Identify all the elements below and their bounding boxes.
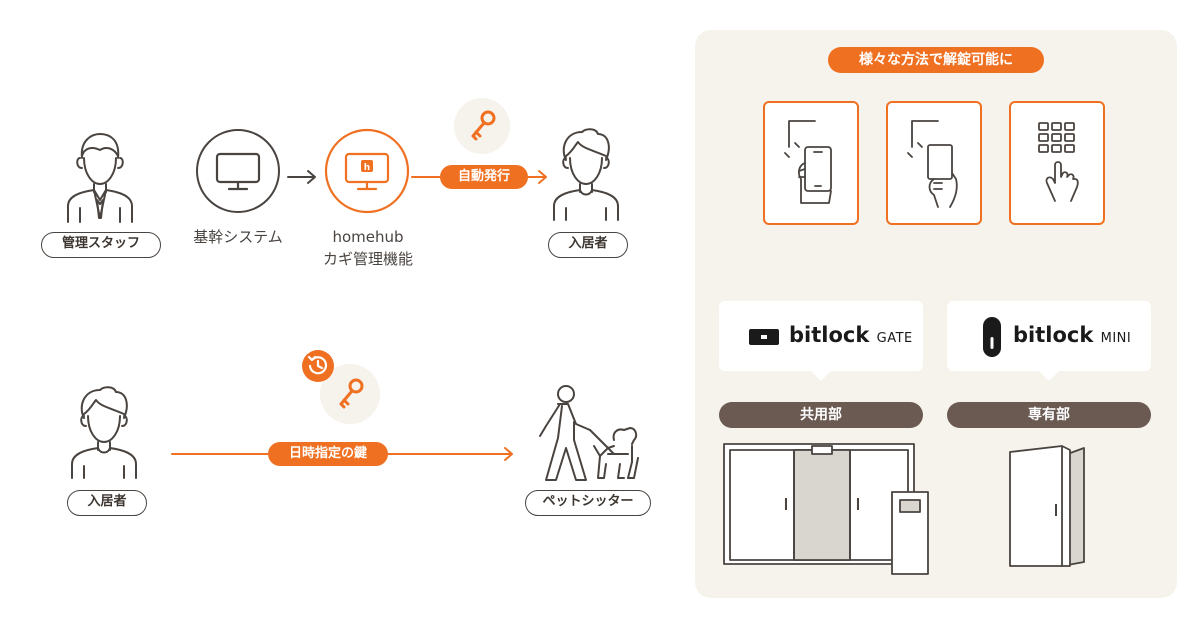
card-unlock-card: [886, 101, 982, 225]
key-icon: [454, 98, 510, 154]
private-room-door-illustration: [1009, 445, 1085, 567]
bitlock-gate-brand: bitlock: [789, 323, 870, 347]
smartphone-unlock-card: [763, 101, 859, 225]
auto-issue-badge: 自動発行: [440, 165, 528, 189]
bitlock-gate-model: GATE: [876, 331, 913, 346]
keypad-unlock-card: [1009, 101, 1105, 225]
bitlock-gate-device-icon: [749, 329, 779, 345]
timed-key-icon: [302, 350, 380, 424]
smartphone-tap-icon: [784, 120, 832, 204]
homehub-label-line1: homehub: [332, 228, 404, 246]
svg-text:h: h: [364, 163, 370, 173]
staff-label: 管理スタッフ: [41, 232, 161, 258]
private-area-label: 専有部: [947, 402, 1151, 428]
core-system-monitor-icon: [196, 129, 280, 213]
pet-sitter-label: ペットシッター: [525, 490, 651, 516]
core-system-label: 基幹システム: [193, 228, 283, 246]
homehub-label: homehub カギ管理機能: [310, 226, 426, 270]
resident-person-icon: [71, 386, 137, 479]
keypad-tap-icon: [1038, 122, 1079, 202]
resident-label-1: 入居者: [548, 232, 628, 258]
resident-person-icon: [553, 128, 619, 221]
timed-key-badge: 日時指定の鍵: [268, 442, 388, 466]
homehub-monitor-icon: h: [324, 128, 410, 214]
bitlock-mini-logo: bitlock MINI: [1013, 323, 1131, 347]
homehub-label-line2: カギ管理機能: [322, 250, 413, 268]
staff-person-icon: [67, 133, 133, 223]
shared-area-label: 共用部: [719, 402, 923, 428]
unlock-methods-header: 様々な方法で解錠可能に: [828, 47, 1044, 73]
bitlock-mini-brand: bitlock: [1013, 323, 1094, 347]
resident-label-2: 入居者: [67, 490, 147, 516]
bitlock-mini-model: MINI: [1100, 331, 1132, 346]
bitlock-mini-bubble: bitlock MINI: [947, 301, 1151, 381]
sliding-entrance-door-illustration: [723, 443, 929, 575]
bitlock-gate-bubble: bitlock GATE: [719, 301, 923, 381]
card-tap-icon: [907, 120, 958, 208]
flow-arrow: [287, 170, 316, 184]
bitlock-mini-device-icon: [983, 317, 1001, 357]
pet-sitter-icon: [539, 385, 639, 481]
bitlock-gate-logo: bitlock GATE: [789, 323, 913, 347]
